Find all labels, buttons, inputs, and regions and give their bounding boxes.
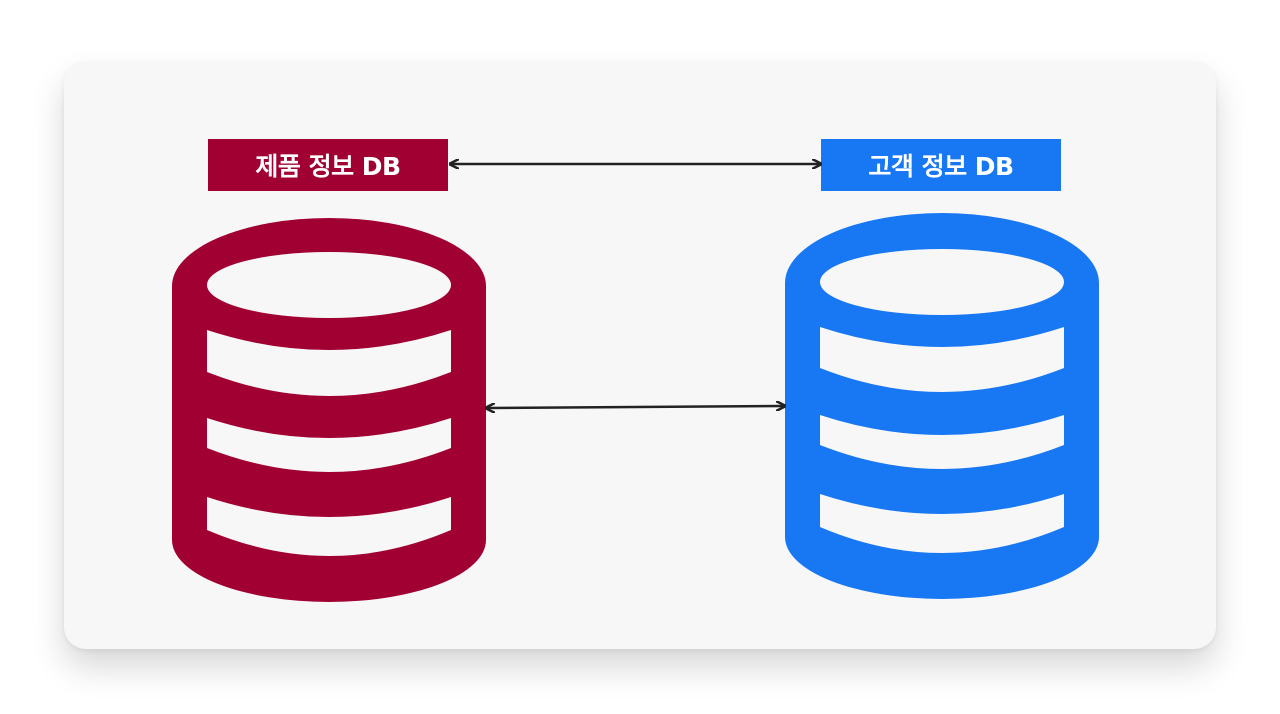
customer-db-label: 고객 정보 DB <box>821 139 1061 191</box>
databases-connector-arrow <box>487 406 784 408</box>
customer-database-icon <box>785 213 1099 599</box>
product-db-label: 제품 정보 DB <box>208 139 448 191</box>
product-database-icon <box>172 218 486 602</box>
